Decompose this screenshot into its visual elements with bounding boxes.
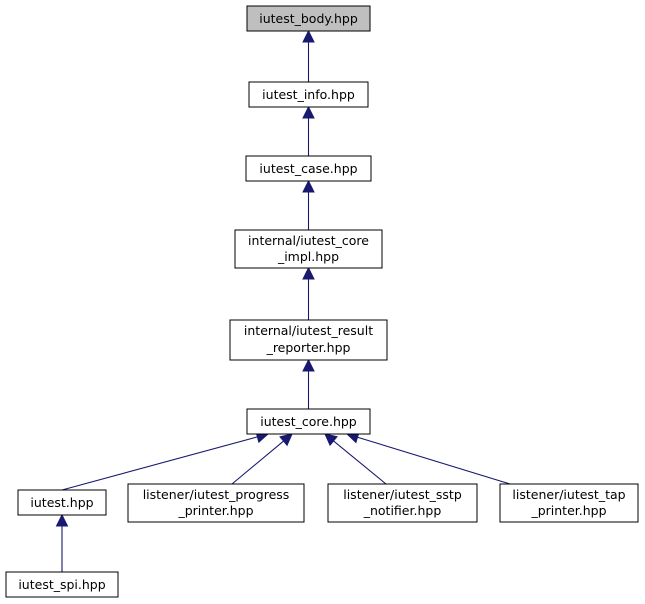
node-box	[17, 489, 107, 516]
node-label: iutest_spi.hpp	[18, 577, 105, 592]
node-label-line-1: internal/iutest_core	[248, 233, 369, 248]
node-box	[229, 319, 388, 361]
node-label-line-2: _impl.hpp	[277, 249, 339, 264]
arrowhead	[302, 29, 315, 43]
node-label: iutest_info.hpp	[262, 87, 355, 102]
node-label-line-2: _printer.hpp	[530, 503, 606, 518]
node-box	[127, 483, 305, 523]
edge-progress_printer-to-core	[231, 433, 293, 485]
node-internal-iutest-core-impl-hpp[interactable]: internal/iutest_core _impl.hpp	[234, 229, 383, 269]
edge-tap_printer-to-core	[345, 431, 511, 485]
node-internal-iutest-result-reporter-hpp[interactable]: internal/iutest_result _reporter.hpp	[229, 319, 388, 361]
node-label: iutest_body.hpp	[259, 11, 358, 26]
edge-line	[333, 440, 387, 485]
node-label-line-1: listener/iutest_tap	[512, 487, 625, 502]
node-box	[248, 81, 369, 108]
arrowhead	[302, 266, 315, 280]
node-iutest-body-hpp[interactable]: iutest_body.hpp	[246, 5, 371, 32]
node-label-line-2: _notifier.hpp	[363, 503, 442, 518]
node-box	[327, 483, 478, 523]
edge-core-to-result_reporter	[302, 358, 315, 409]
node-label-line-2: _printer.hpp	[177, 503, 253, 518]
node-listener-iutest-sstp-notifier-hpp[interactable]: listener/iutest_sstp _notifier.hpp	[327, 483, 478, 523]
node-box	[246, 5, 371, 32]
node-box	[234, 229, 383, 269]
edge-case-to-info	[302, 105, 315, 156]
edges	[55, 29, 511, 572]
node-iutest-core-hpp[interactable]: iutest_core.hpp	[246, 408, 371, 435]
arrowhead	[302, 105, 315, 119]
node-box	[499, 483, 639, 523]
nodes: iutest_body.hpp iutest_info.hpp iutest_c…	[5, 5, 639, 598]
node-iutest-spi-hpp[interactable]: iutest_spi.hpp	[5, 571, 119, 598]
arrowhead	[55, 513, 69, 527]
arrowhead	[324, 433, 338, 447]
node-listener-iutest-progress-printer-hpp[interactable]: listener/iutest_progress _printer.hpp	[127, 483, 305, 523]
edge-iutest-to-core	[61, 430, 270, 491]
edge-result_reporter-to-core_impl	[302, 266, 315, 320]
node-label: iutest.hpp	[30, 495, 93, 510]
node-box	[5, 571, 119, 598]
edge-line	[357, 436, 511, 485]
arrowhead	[302, 358, 315, 372]
node-label: iutest_core.hpp	[260, 414, 357, 429]
node-label-line-1: internal/iutest_result	[244, 323, 373, 338]
edge-core_impl-to-case	[302, 179, 315, 230]
node-iutest-case-hpp[interactable]: iutest_case.hpp	[245, 155, 372, 182]
node-label-line-2: _reporter.hpp	[266, 340, 351, 355]
node-label: iutest_case.hpp	[259, 161, 357, 176]
node-iutest-hpp[interactable]: iutest.hpp	[17, 489, 107, 516]
node-box	[246, 408, 371, 435]
edge-line	[231, 440, 284, 485]
edge-info-to-body	[302, 29, 315, 82]
arrowhead	[302, 179, 315, 193]
arrowhead	[279, 433, 293, 447]
node-label-line-1: listener/iutest_progress	[143, 487, 290, 502]
edge-spi-to-iutest	[55, 513, 69, 572]
edge-sstp_notifier-to-core	[324, 433, 387, 485]
node-iutest-info-hpp[interactable]: iutest_info.hpp	[248, 81, 369, 108]
node-box	[245, 155, 372, 182]
node-label-line-1: listener/iutest_sstp	[343, 487, 462, 502]
edge-line	[61, 436, 258, 491]
node-listener-iutest-tap-printer-hpp[interactable]: listener/iutest_tap _printer.hpp	[499, 483, 639, 523]
